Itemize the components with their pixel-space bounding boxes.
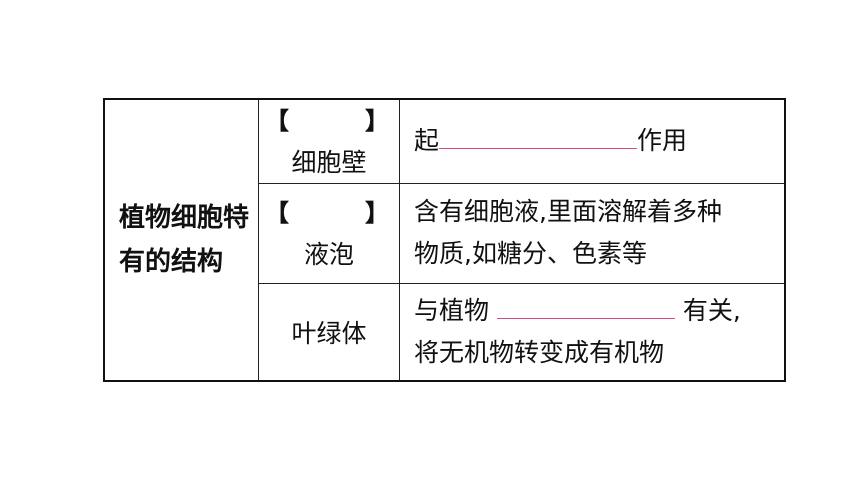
- organelle-cell: 【】 液泡: [258, 182, 400, 284]
- function-text: 含有细胞液,里面溶解着多种: [414, 197, 722, 226]
- table-row: 叶绿体 与植物 有关, 将无机物转变成有机物: [104, 282, 786, 382]
- bracket-right: 】: [365, 107, 389, 136]
- function-text: 将无机物转变成有机物: [414, 337, 665, 367]
- organelle-cell: 叶绿体: [258, 282, 400, 382]
- fill-blank[interactable]: [496, 294, 675, 319]
- table-row: 植物细胞特有的结构 【】 细胞壁 起作用: [103, 98, 786, 382]
- function-cell: 与植物 有关, 将无机物转变成有机物: [399, 282, 786, 382]
- section-label: 植物细胞特有的结构: [103, 98, 259, 382]
- table-row: 【】 液泡 含有细胞液,里面溶解着多种 物质,如糖分、色素等: [104, 182, 786, 284]
- bracket-right: 】: [365, 199, 389, 227]
- function-text: 有关,: [682, 295, 741, 325]
- function-cell: 起 作用: [399, 98, 786, 184]
- function-text: 作用: [637, 126, 688, 156]
- function-text: 与植物: [414, 295, 490, 325]
- function-text: 物质,如糖分、色素等: [414, 239, 647, 268]
- organelle-name: 液泡: [303, 240, 354, 269]
- organelle-cell: 【】 细胞壁: [258, 98, 400, 184]
- fill-blank[interactable]: [439, 124, 638, 150]
- bracket-left: 【: [265, 199, 289, 227]
- organelle-name: 细胞壁: [291, 148, 367, 178]
- cell-structure-table: 植物细胞特有的结构 【】 细胞壁 起作用 【】 液泡 含有细胞液,里面溶解着多种…: [103, 98, 786, 382]
- answer-bracket: 【】: [259, 195, 399, 231]
- section-label-text: 植物细胞特有的结构: [119, 203, 250, 277]
- function-cell: 含有细胞液,里面溶解着多种 物质,如糖分、色素等: [399, 182, 786, 284]
- answer-bracket: 【】: [259, 103, 399, 139]
- bracket-left: 【: [265, 107, 289, 136]
- function-text: 起: [414, 126, 440, 156]
- organelle-name: 叶绿体: [291, 318, 367, 348]
